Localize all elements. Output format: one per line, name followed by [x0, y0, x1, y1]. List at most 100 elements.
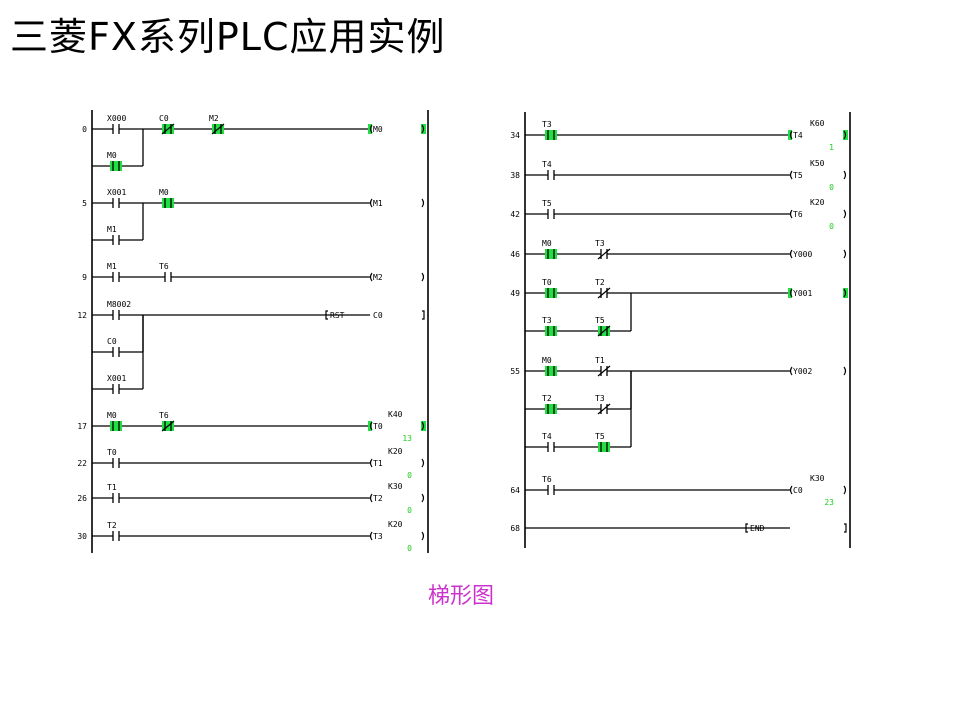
contact	[112, 310, 120, 320]
contact-active-fill	[545, 404, 557, 414]
contact-nc-slash	[597, 287, 611, 299]
coil-current-value: 0	[407, 471, 412, 480]
contact	[597, 403, 611, 415]
contact-active-fill	[545, 366, 557, 376]
contact-gap	[113, 530, 119, 542]
coil-operand: T3	[373, 532, 383, 541]
contact-active-fill	[162, 198, 174, 208]
coil-right-arc	[421, 458, 425, 468]
coil-left-arc	[369, 198, 373, 208]
coil-operand: M0	[373, 125, 383, 134]
contact-gap	[113, 383, 119, 395]
contact	[112, 384, 120, 394]
contact-label: M0	[107, 151, 117, 160]
contact-nc-slash	[211, 123, 225, 135]
contact-label: T5	[595, 316, 605, 325]
coil-right-arc	[421, 421, 425, 431]
contact	[110, 421, 122, 431]
contact	[110, 161, 122, 171]
contact	[112, 235, 120, 245]
coil-right-arc	[421, 272, 425, 282]
contact	[545, 326, 557, 336]
coil-operand: T4	[793, 131, 803, 140]
contact-active-fill	[110, 161, 122, 171]
instruction-operand: C0	[373, 311, 383, 320]
contact-nc-slash	[597, 325, 611, 337]
contact-label: M8002	[107, 300, 131, 309]
coil-left-arc	[789, 366, 793, 376]
step-number: 12	[77, 311, 87, 320]
contact-label: T6	[542, 475, 552, 484]
coil-right-arc	[843, 209, 847, 219]
coil-current-value: 23	[824, 498, 834, 507]
step-number: 9	[82, 273, 87, 282]
instruction-name: END	[750, 524, 765, 533]
coil-left-arc	[369, 272, 373, 282]
contact-label: M0	[542, 356, 552, 365]
coil-current-value: 0	[407, 506, 412, 515]
coil-left-arc	[789, 170, 793, 180]
contact	[597, 365, 611, 377]
contact-label: T6	[159, 411, 169, 420]
coil-left-arc	[789, 288, 793, 298]
coil-preset: K30	[810, 474, 825, 483]
contact	[162, 198, 174, 208]
coil-left-arc	[369, 493, 373, 503]
coil-left-arc	[369, 458, 373, 468]
contact-nc-slash	[597, 365, 611, 377]
step-number: 17	[77, 422, 87, 431]
coil-left-arc	[789, 249, 793, 259]
contact-label: T4	[542, 160, 552, 169]
contact-label: T0	[542, 278, 552, 287]
contact-label: T3	[542, 316, 552, 325]
coil-right-arc	[843, 170, 847, 180]
contact	[597, 248, 611, 260]
contact-active-fill	[545, 326, 557, 336]
contact-label: T3	[595, 239, 605, 248]
contact	[547, 442, 555, 452]
contact-gap	[113, 457, 119, 469]
contact-gap	[548, 208, 554, 220]
contact	[112, 347, 120, 357]
step-number: 68	[510, 524, 520, 533]
coil-operand: M2	[373, 273, 383, 282]
coil-right-arc	[843, 288, 847, 298]
step-number: 30	[77, 532, 87, 541]
step-number: 26	[77, 494, 87, 503]
coil-operand: Y000	[793, 250, 812, 259]
coil-preset: K50	[810, 159, 825, 168]
contact-label: T5	[542, 199, 552, 208]
coil-operand: T0	[373, 422, 383, 431]
coil-preset: K60	[810, 119, 825, 128]
contact-label: M0	[159, 188, 169, 197]
contact	[547, 485, 555, 495]
contact-nc-slash	[597, 248, 611, 260]
contact	[547, 170, 555, 180]
coil-preset: K40	[388, 410, 403, 419]
step-number: 0	[82, 125, 87, 134]
coil-current-value: 13	[402, 434, 412, 443]
coil-right-arc	[421, 493, 425, 503]
contact-active-fill	[545, 130, 557, 140]
coil-preset: K20	[388, 520, 403, 529]
coil-left-arc	[789, 130, 793, 140]
coil-right-arc	[421, 531, 425, 541]
contact	[164, 272, 172, 282]
contact-gap	[548, 169, 554, 181]
coil-preset: K20	[810, 198, 825, 207]
coil-right-arc	[843, 249, 847, 259]
contact-nc-slash	[597, 403, 611, 415]
coil-preset: K20	[388, 447, 403, 456]
contact	[112, 272, 120, 282]
contact-gap	[113, 492, 119, 504]
contact-gap	[113, 197, 119, 209]
contact-gap	[113, 309, 119, 321]
step-number: 22	[77, 459, 87, 468]
step-number: 5	[82, 199, 87, 208]
contact-label: T2	[542, 394, 552, 403]
coil-right-arc	[843, 130, 847, 140]
coil-left-arc	[369, 531, 373, 541]
coil-left-arc	[369, 124, 373, 134]
contact	[112, 124, 120, 134]
